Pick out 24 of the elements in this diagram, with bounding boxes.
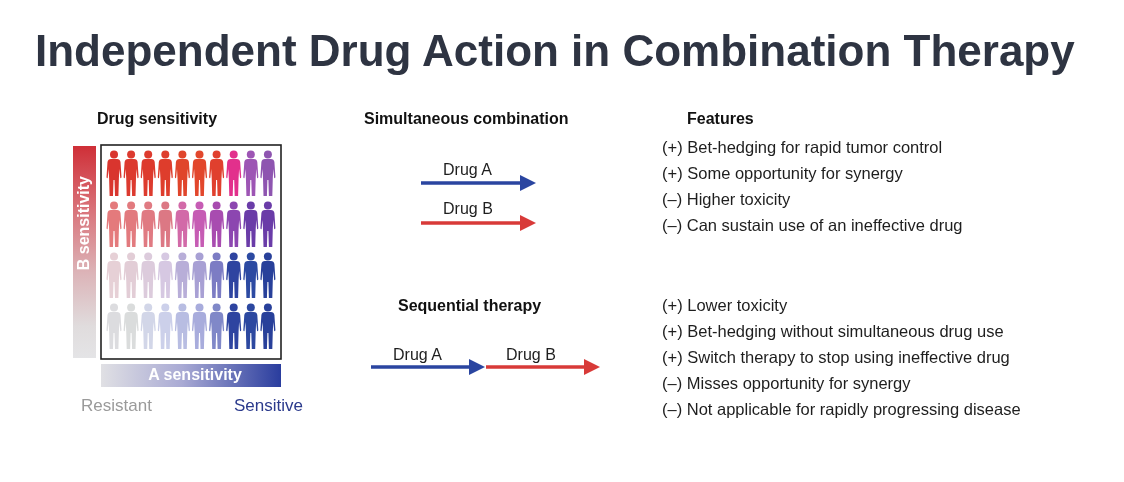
drug-label: Drug B [443,199,493,219]
gradient-bar [101,364,281,387]
drug-label: Drug A [393,345,442,365]
bar-label: B sensitivity [75,176,94,271]
feature-item: (+) Some opportunity for synergy [662,164,903,184]
gradient-bar [73,146,96,358]
drug-label: Drug A [443,160,492,180]
feature-item: (–) Misses opportunity for synergy [662,374,911,394]
section-heading: Simultaneous combination [364,109,569,129]
section-heading: Sequential therapy [398,296,542,316]
bar-label: A sensitivity [148,366,242,385]
scale-label: Resistant [81,396,152,417]
feature-item: (+) Switch therapy to stop using ineffective drug [662,348,1010,368]
feature-item: (+) Bet-hedging without simultaneous drug use [662,322,1004,342]
scale-label: Sensitive [234,396,303,417]
feature-item: (–) Higher toxicity [662,190,791,210]
section-heading: Features [687,109,754,129]
feature-item: (–) Can sustain use of an ineffective drug [662,216,963,236]
feature-item: (+) Lower toxicity [662,296,788,316]
feature-item: (+) Bet-hedging for rapid tumor control [662,138,943,158]
section-heading: Drug sensitivity [97,109,218,129]
page-title: Independent Drug Action in Combination Therapy [35,25,1075,77]
feature-item: (–) Not applicable for rapidly progressing disease [662,400,1021,420]
drug-label: Drug B [506,345,556,365]
